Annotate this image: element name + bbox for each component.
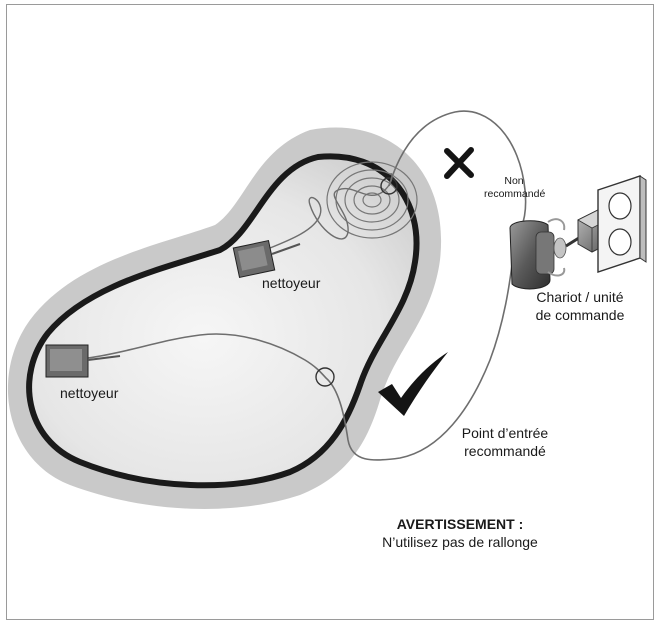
control-unit-cart <box>509 218 567 290</box>
cart-label-line2: de commande <box>535 307 625 323</box>
entry-point-label: Point d’entrée recommandé <box>440 424 570 460</box>
warning-block: AVERTISSEMENT : N’utilisez pas de rallon… <box>360 515 560 551</box>
cart-label-line1: Chariot / unité <box>536 289 624 305</box>
cleaner-top <box>232 239 301 279</box>
cleaner-left-label: nettoyeur <box>60 385 119 401</box>
not-recommended-line1: Non <box>504 175 524 187</box>
cleaner-left <box>45 344 121 378</box>
warning-text: N’utilisez pas de rallonge <box>382 534 538 550</box>
pool-outline <box>26 153 420 489</box>
cable-recommended <box>87 264 513 461</box>
check-mark-icon <box>378 352 448 416</box>
cart-label: Chariot / unité de commande <box>520 288 640 324</box>
cleaner-top-label: nettoyeur <box>262 275 321 291</box>
warning-title: AVERTISSEMENT : <box>396 516 524 532</box>
entry-point-line2: recommandé <box>464 443 546 459</box>
recommended-entry-ring <box>315 367 335 387</box>
cable-not-recommended <box>388 110 527 233</box>
wall-outlet <box>597 175 647 273</box>
not-recommended-line2: recommandé <box>484 188 546 200</box>
skimmer-entry-ring <box>380 177 398 195</box>
tangled-cable <box>269 173 393 249</box>
x-mark-icon <box>444 147 474 179</box>
entry-point-line1: Point d’entrée <box>461 425 549 441</box>
skimmer-drain <box>326 161 418 239</box>
not-recommended-label: Non recommandé <box>484 175 546 201</box>
